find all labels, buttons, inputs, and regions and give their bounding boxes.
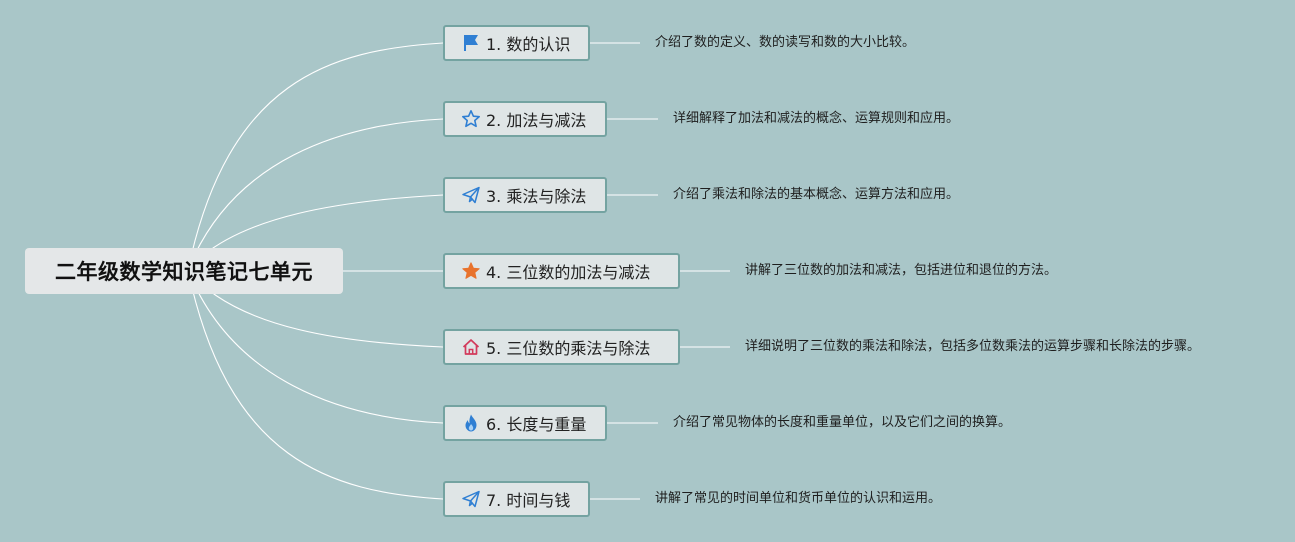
- star-filled-icon: [460, 260, 482, 282]
- topic-1-description: 介绍了数的定义、数的读写和数的大小比较。: [655, 35, 916, 50]
- branch-line-2: [187, 118, 444, 271]
- topic-6-description: 介绍了常见物体的长度和重量单位，以及它们之间的换算。: [673, 415, 1012, 430]
- topic-3[interactable]: 3. 乘法与除法: [443, 177, 607, 213]
- branch-line-7: [187, 269, 444, 500]
- topic-3-description: 介绍了乘法和除法的基本概念、运算方法和应用。: [673, 187, 960, 202]
- topic-3-label: 3. 乘法与除法: [486, 187, 587, 206]
- root-topic[interactable]: 二年级数学知识笔记七单元: [25, 248, 343, 294]
- topic-2-description: 详细解释了加法和减法的概念、运算规则和应用。: [673, 111, 960, 126]
- topic-6-label: 6. 长度与重量: [486, 415, 587, 434]
- topic-1-label: 1. 数的认识: [486, 35, 571, 54]
- root-title: 二年级数学知识笔记七单元: [55, 260, 313, 284]
- fire-icon: [460, 412, 482, 434]
- topic-5[interactable]: 5. 三位数的乘法与除法: [443, 329, 680, 365]
- star-outline-icon: [460, 108, 482, 130]
- flag-icon: [460, 32, 482, 54]
- topic-5-label: 5. 三位数的乘法与除法: [486, 339, 651, 358]
- paper-plane-icon: [460, 184, 482, 206]
- branch-line-1: [187, 42, 444, 271]
- topic-4-description: 讲解了三位数的加法和减法，包括进位和退位的方法。: [745, 263, 1058, 278]
- topic-4[interactable]: 4. 三位数的加法与减法: [443, 253, 680, 289]
- topic-7-label: 7. 时间与钱: [486, 491, 571, 510]
- topic-4-label: 4. 三位数的加法与减法: [486, 263, 651, 282]
- topic-7-description: 讲解了常见的时间单位和货币单位的认识和运用。: [655, 491, 942, 506]
- home-icon: [460, 336, 482, 358]
- topic-2-label: 2. 加法与减法: [486, 111, 587, 130]
- topic-7[interactable]: 7. 时间与钱: [443, 481, 590, 517]
- topic-5-description: 详细说明了三位数的乘法和除法，包括多位数乘法的运算步骤和长除法的步骤。: [745, 339, 1201, 354]
- topic-6[interactable]: 6. 长度与重量: [443, 405, 607, 441]
- topic-1[interactable]: 1. 数的认识: [443, 25, 590, 61]
- paper-plane-icon: [460, 488, 482, 510]
- branch-line-6: [187, 269, 444, 424]
- topic-2[interactable]: 2. 加法与减法: [443, 101, 607, 137]
